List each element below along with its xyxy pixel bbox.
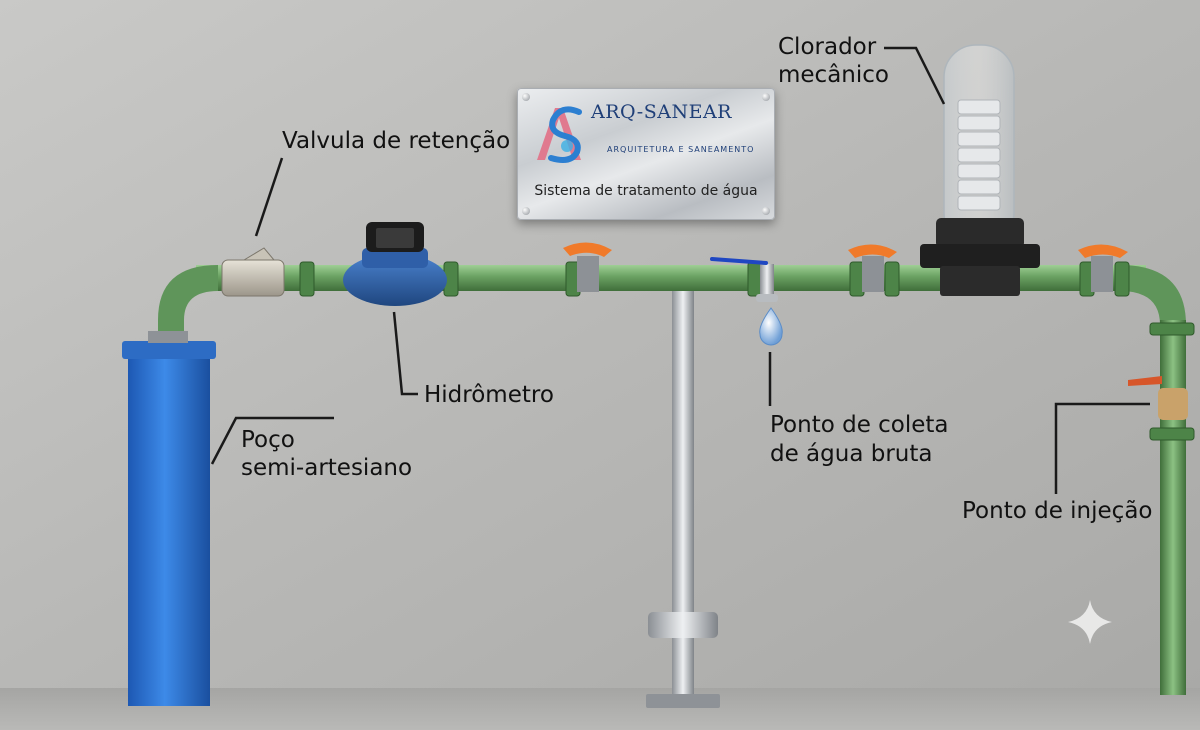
- semi-artesian-well: [122, 331, 216, 706]
- company-logo-icon: [537, 106, 582, 163]
- leader-lines: [210, 46, 1150, 494]
- label-well-line1: Poço: [241, 427, 295, 453]
- pipe-clamps: [299, 261, 1195, 441]
- water-droplet-icon: [759, 307, 783, 346]
- leader-line-hydrometer: [392, 311, 418, 396]
- screw-icon: [522, 93, 530, 101]
- plate-caption: Sistema de tratamento de água: [534, 183, 758, 199]
- label-chlorinator-line1: Clorador: [778, 34, 877, 60]
- injection-valve: [1128, 376, 1188, 420]
- pipe-support-stand: [646, 268, 720, 708]
- raw-water-sampling-tap: [710, 257, 778, 302]
- right-elbow-pipe: [1120, 265, 1186, 325]
- label-collection-line1: Ponto de coleta: [770, 412, 949, 438]
- company-name: ARQ-SANEAR: [591, 101, 732, 123]
- leader-line-valve: [254, 157, 284, 237]
- label-check-valve: Valvula de retenção: [282, 128, 511, 154]
- company-tagline: ARQUITETURA E SANEAMENTO: [607, 145, 755, 154]
- right-vertical-pipe: [1160, 320, 1186, 695]
- sparkle-icon: [1068, 600, 1112, 644]
- label-injection-point: Ponto de injeção: [962, 498, 1153, 524]
- label-hydrometer: Hidrômetro: [424, 382, 554, 408]
- hydrometer: [343, 222, 447, 306]
- leader-line-well: [210, 416, 334, 465]
- mechanical-chlorinator: [920, 44, 1040, 296]
- label-well-line2: semi-artesiano: [241, 455, 413, 481]
- company-sign-plate: ARQ-SANEAR ARQUITETURA E SANEAMENTO Sist…: [517, 88, 775, 220]
- screw-icon: [762, 93, 770, 101]
- left-elbow-pipe: [158, 265, 218, 340]
- leader-line-chlorinator: [884, 46, 946, 105]
- ball-valve-2: [848, 244, 897, 292]
- leader-line-injection: [1054, 402, 1150, 494]
- screw-icon: [522, 207, 530, 215]
- screw-icon: [762, 207, 770, 215]
- check-valve: [221, 247, 285, 297]
- label-collection-line2: de água bruta: [770, 441, 933, 467]
- ball-valve-3: [1078, 244, 1128, 292]
- label-chlorinator-line2: mecânico: [778, 62, 889, 88]
- ball-valve-1: [563, 242, 612, 292]
